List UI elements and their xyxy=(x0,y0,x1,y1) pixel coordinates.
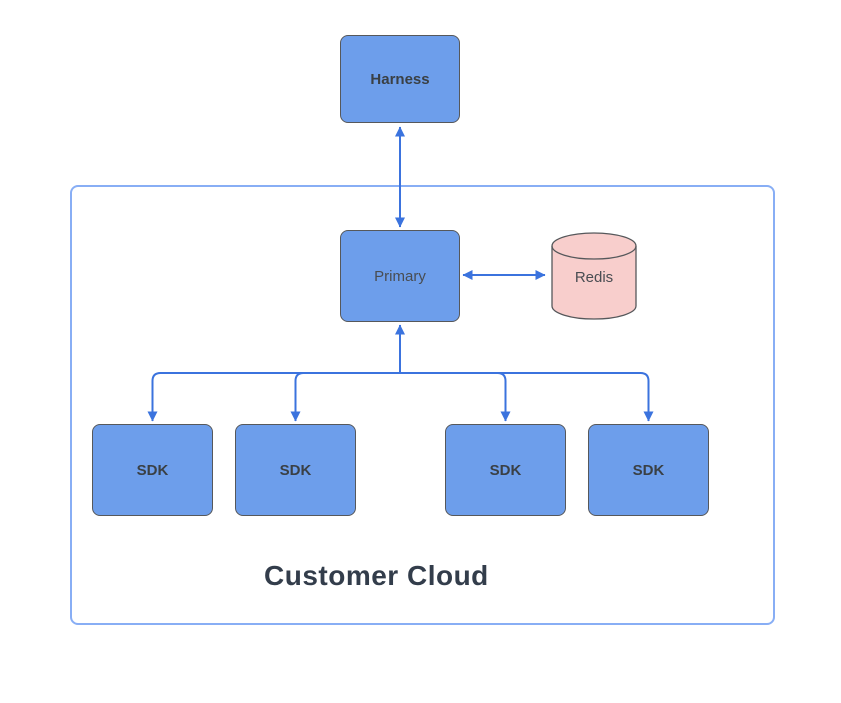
node-primary[interactable]: Primary xyxy=(340,230,460,322)
customer-cloud-container[interactable] xyxy=(70,185,775,625)
database-cylinder-icon xyxy=(551,232,637,320)
customer-cloud-title: Customer Cloud xyxy=(264,560,489,591)
node-sdk-3-label: SDK xyxy=(489,461,522,479)
node-sdk-3[interactable]: SDK xyxy=(445,424,566,516)
node-sdk-1[interactable]: SDK xyxy=(92,424,213,516)
node-sdk-4-label: SDK xyxy=(632,461,665,479)
node-sdk-2-label: SDK xyxy=(279,461,312,479)
node-sdk-2[interactable]: SDK xyxy=(235,424,356,516)
node-sdk-1-label: SDK xyxy=(136,461,169,479)
node-redis[interactable]: Redis xyxy=(548,230,640,322)
node-redis-label: Redis xyxy=(574,268,614,286)
node-harness-label: Harness xyxy=(370,70,430,88)
node-primary-label: Primary xyxy=(374,267,426,285)
node-harness[interactable]: Harness xyxy=(340,35,460,123)
node-sdk-4[interactable]: SDK xyxy=(588,424,709,516)
